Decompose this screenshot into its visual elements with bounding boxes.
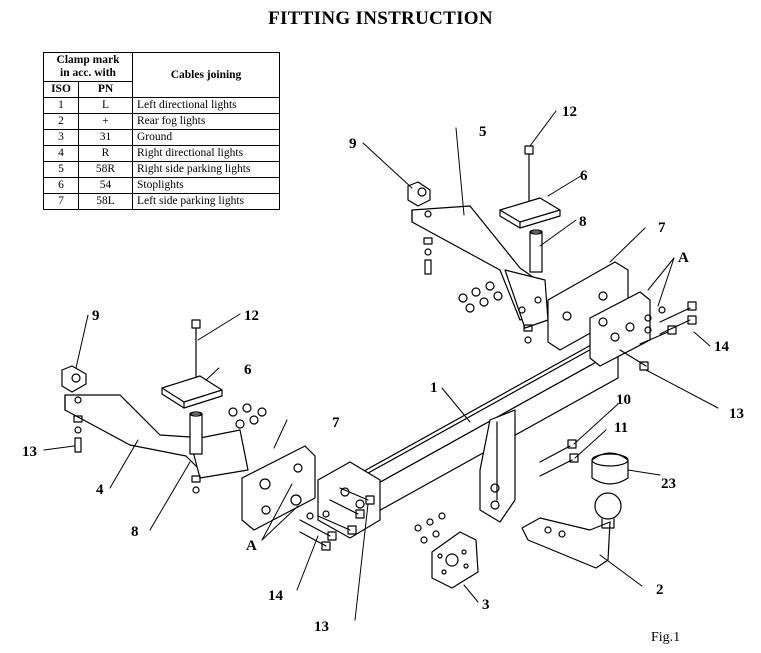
clamp-mark-header-line2: in acc. with	[60, 67, 116, 79]
callout-8-right: 8	[579, 214, 587, 230]
callout-9-right: 9	[349, 136, 357, 152]
cable-cell: Right side parking lights	[132, 161, 280, 178]
callout-A-right: A	[678, 250, 689, 266]
tow-ball-2	[521, 492, 622, 569]
cable-joining-table: Clamp mark in acc. with Cables joining I…	[43, 52, 280, 210]
spacer-8-left	[189, 411, 203, 455]
bolt-set-14-left	[299, 510, 357, 551]
bolt-10	[539, 439, 577, 463]
bolt-11	[539, 453, 579, 477]
callout-13-bottom: 13	[314, 619, 329, 635]
spacer-8-right	[529, 229, 543, 273]
left-side-plate	[241, 445, 381, 539]
callout-10: 10	[616, 392, 631, 408]
callout-6-left: 6	[244, 362, 252, 378]
ball-cap-23	[591, 452, 629, 485]
callout-11: 11	[614, 420, 628, 436]
socket-plate-3	[414, 512, 479, 589]
callout-13-right: 13	[729, 406, 744, 422]
clamp-mark-header: Clamp mark in acc. with	[43, 52, 133, 82]
pn-header: PN	[78, 81, 133, 98]
clip-9-right	[407, 181, 431, 207]
page-title: FITTING INSTRUCTION	[268, 8, 493, 29]
callout-7-left: 7	[332, 415, 340, 431]
figure-label: Fig.1	[651, 630, 681, 645]
clamp-mark-header-line1: Clamp mark	[56, 54, 120, 66]
callout-14-right: 14	[714, 339, 730, 355]
callout-13-far-left: 13	[22, 444, 37, 460]
callout-numbers: 1 2 3 4 5 6 6 7 7 8 8 9 9 10 11 12 12 13…	[22, 104, 744, 635]
callout-2: 2	[656, 582, 664, 598]
socket-holder-bracket	[479, 409, 516, 523]
callout-9-left: 9	[92, 308, 100, 324]
clip-9-left	[61, 365, 87, 393]
callout-7-right: 7	[658, 220, 666, 236]
callout-4-left-arm: 4	[96, 482, 104, 498]
nut-stack-right	[423, 237, 533, 344]
callout-6-right: 6	[580, 168, 588, 184]
callout-12-right: 12	[562, 104, 577, 120]
callout-5-right-arm: 5	[479, 124, 487, 140]
cable-cell: Left side parking lights	[132, 193, 280, 210]
bolt-12-right	[524, 145, 534, 205]
table-row: 2+Rear fog lights	[43, 113, 280, 130]
callout-1: 1	[430, 380, 438, 396]
plate-6-left	[161, 375, 223, 409]
leader-lines	[43, 110, 719, 621]
callout-12-left: 12	[244, 308, 259, 324]
right-side-plate	[547, 261, 651, 367]
bolt-13-right	[619, 349, 649, 371]
callout-A-left: A	[246, 538, 257, 554]
callout-23: 23	[661, 476, 676, 492]
callout-14-left: 14	[268, 588, 284, 604]
left-arm-4	[64, 394, 249, 479]
nut-stack-left	[73, 403, 267, 494]
bolt-set-14-right	[639, 301, 697, 345]
plate-6-right	[499, 197, 561, 229]
callout-8-left: 8	[131, 524, 139, 540]
bolt-13-left	[329, 487, 375, 519]
callout-3: 3	[482, 597, 490, 613]
right-arm-5	[411, 205, 549, 329]
bolt-12-left	[191, 319, 201, 386]
pn-cell: 58R	[78, 161, 133, 178]
